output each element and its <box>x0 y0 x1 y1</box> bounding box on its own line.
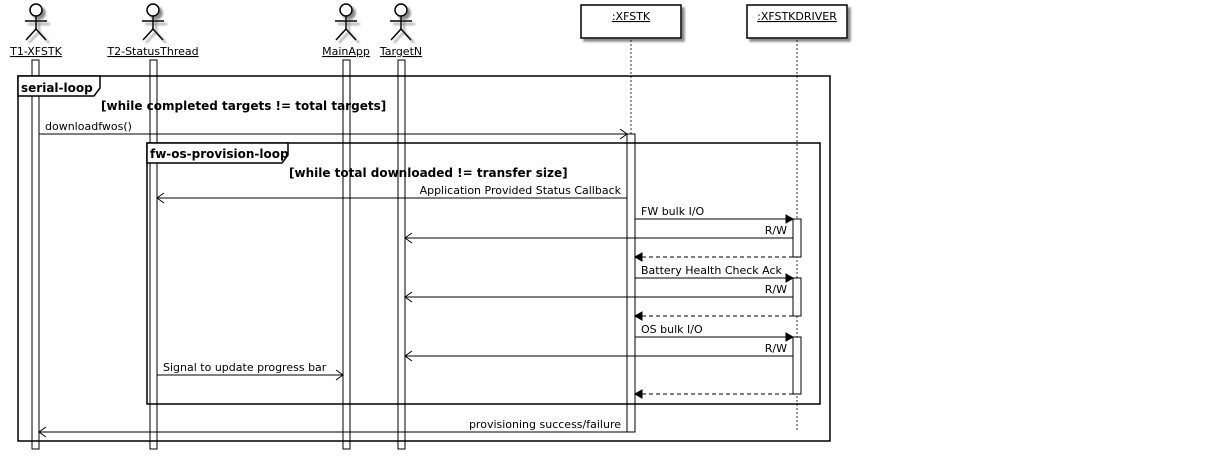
message-progress-signal <box>157 369 344 381</box>
lifeline-targetn <box>397 59 406 450</box>
fragment-frame <box>17 75 831 442</box>
actor-icon <box>142 3 164 41</box>
fragment-label: fw-os-provision-loop <box>150 147 289 161</box>
fragment-serial-loop: serial-loop [while completed targets != … <box>17 75 831 442</box>
message-label: R/W <box>765 224 787 237</box>
lifeline-t1 <box>31 59 40 450</box>
message-rw <box>404 350 793 362</box>
fragment-label: serial-loop <box>21 81 93 95</box>
message-label: downloadfwos() <box>45 120 132 133</box>
actor-t1-xfstk: T1-XFSTK <box>9 3 63 58</box>
fragment-frame <box>146 142 821 405</box>
message-label: R/W <box>765 283 787 296</box>
participant-xfstk: :XFSTK <box>580 4 682 39</box>
message-return <box>633 389 793 399</box>
participant-name: T2-StatusThread <box>106 45 198 58</box>
actor-icon <box>335 3 357 41</box>
message-label: provisioning success/failure <box>469 418 621 431</box>
participant-box <box>580 4 682 39</box>
fragment-tab <box>146 142 289 164</box>
activation-xfstk <box>626 133 636 433</box>
message-provisioning-result <box>38 426 627 438</box>
message-label: OS bulk I/O <box>641 323 703 336</box>
lifeline-mainapp <box>342 59 351 450</box>
message-downloadfwos <box>39 128 628 140</box>
participant-name: T1-XFSTK <box>9 45 63 58</box>
activation-xfstkdriver <box>792 336 802 395</box>
actor-mainapp: MainApp <box>322 3 370 58</box>
participant-name: TargetN <box>379 45 422 58</box>
message-rw <box>404 232 793 244</box>
lifeline-t2 <box>149 59 158 450</box>
message-rw <box>404 291 793 303</box>
actor-icon <box>390 3 412 41</box>
participant-name: :XFSTK <box>612 10 651 23</box>
fragment-guard: [while total downloaded != transfer size… <box>289 166 568 180</box>
message-return <box>633 311 793 321</box>
participant-xfstkdriver: :XFSTKDRIVER <box>746 4 848 39</box>
activation-xfstkdriver <box>792 218 802 258</box>
activation-xfstkdriver <box>792 277 802 317</box>
actor-icon <box>25 3 47 41</box>
message-os-bulk-io <box>635 332 795 342</box>
fragment-guard: [while completed targets != total target… <box>101 99 386 113</box>
message-label: FW bulk I/O <box>641 205 705 218</box>
message-label: R/W <box>765 342 787 355</box>
participant-name: :XFSTKDRIVER <box>757 10 837 23</box>
participant-name: MainApp <box>322 45 370 58</box>
actor-t2-statusthread: T2-StatusThread <box>106 3 199 58</box>
fragment-tab <box>17 75 101 97</box>
message-status-callback <box>156 192 627 204</box>
message-fw-bulk-io <box>635 214 795 224</box>
actor-targetn: TargetN <box>379 3 422 58</box>
participant-box <box>746 4 848 39</box>
message-battery-health <box>635 273 795 283</box>
message-label: Signal to update progress bar <box>163 361 327 374</box>
message-label: Battery Health Check Ack <box>641 264 783 277</box>
message-label: Application Provided Status Callback <box>420 184 622 197</box>
fragment-fw-os-provision-loop: fw-os-provision-loop [while total downlo… <box>146 142 821 405</box>
message-return <box>633 252 793 262</box>
